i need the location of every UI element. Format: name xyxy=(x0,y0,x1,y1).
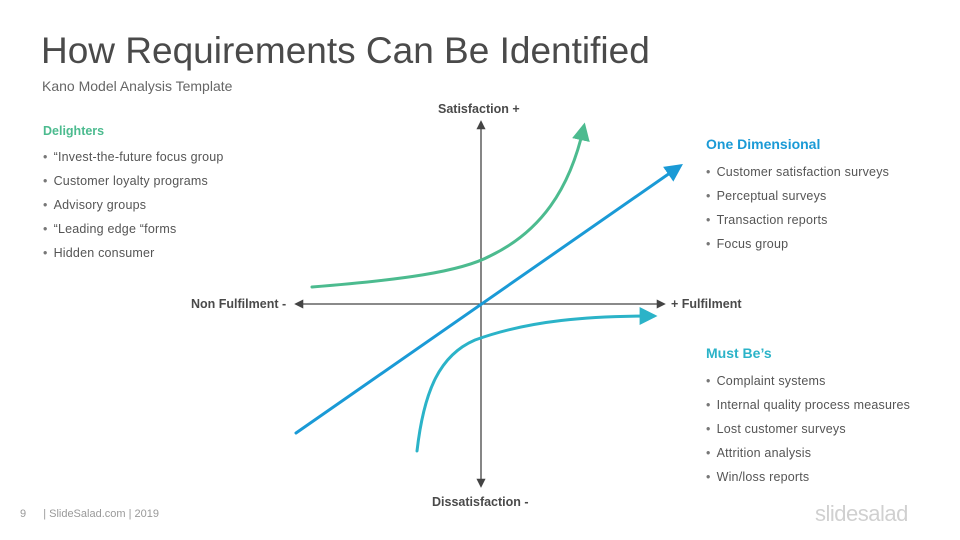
one-dimensional-line xyxy=(294,163,683,435)
axis-label-satisfaction: Satisfaction + xyxy=(438,102,520,116)
one-dimensional-group: One Dimensional Customer satisfaction su… xyxy=(706,136,889,256)
brand-logo: slidesalad xyxy=(815,501,908,526)
list-item: Transaction reports xyxy=(706,208,889,232)
delighters-group: Delighters “Invest-the-future focus grou… xyxy=(43,124,224,265)
list-item: Attrition analysis xyxy=(706,441,910,465)
must-be-title: Must Be’s xyxy=(706,345,772,361)
list-item: Focus group xyxy=(706,232,889,256)
axis-label-fulfilment: + Fulfilment xyxy=(671,297,742,311)
page-number: 9 xyxy=(20,508,27,520)
delighters-list: “Invest-the-future focus group Customer … xyxy=(43,145,224,265)
page-subtitle: Kano Model Analysis Template xyxy=(42,78,233,94)
list-item: Customer satisfaction surveys xyxy=(706,160,889,184)
list-item: Win/loss reports xyxy=(706,465,910,489)
list-item: Perceptual surveys xyxy=(706,184,889,208)
one-dimensional-list: Customer satisfaction surveys Perceptual… xyxy=(706,160,889,256)
delighters-title: Delighters xyxy=(43,124,105,138)
footer: 9 | SlideSalad.com | 2019 xyxy=(20,508,159,520)
footer-credit: | SlideSalad.com | 2019 xyxy=(43,508,159,520)
axis-label-non-fulfilment: Non Fulfilment - xyxy=(191,297,287,311)
list-item: Customer loyalty programs xyxy=(43,169,224,193)
list-item: “Leading edge “forms xyxy=(43,217,224,241)
must-be-list: Complaint systems Internal quality proce… xyxy=(706,369,910,489)
list-item: “Invest-the-future focus group xyxy=(43,145,224,169)
list-item: Hidden consumer xyxy=(43,241,224,265)
list-item: Advisory groups xyxy=(43,193,224,217)
must-be-group: Must Be’s Complaint systems Internal qua… xyxy=(706,345,910,489)
list-item: Complaint systems xyxy=(706,369,910,393)
page-title: How Requirements Can Be Identified xyxy=(41,30,650,71)
delighters-curve xyxy=(310,122,590,289)
must-be-curve xyxy=(415,307,658,453)
list-item: Lost customer surveys xyxy=(706,417,910,441)
one-dimensional-title: One Dimensional xyxy=(706,136,821,152)
list-item: Internal quality process measures xyxy=(706,393,910,417)
axis-label-dissatisfaction: Dissatisfaction - xyxy=(432,495,529,509)
